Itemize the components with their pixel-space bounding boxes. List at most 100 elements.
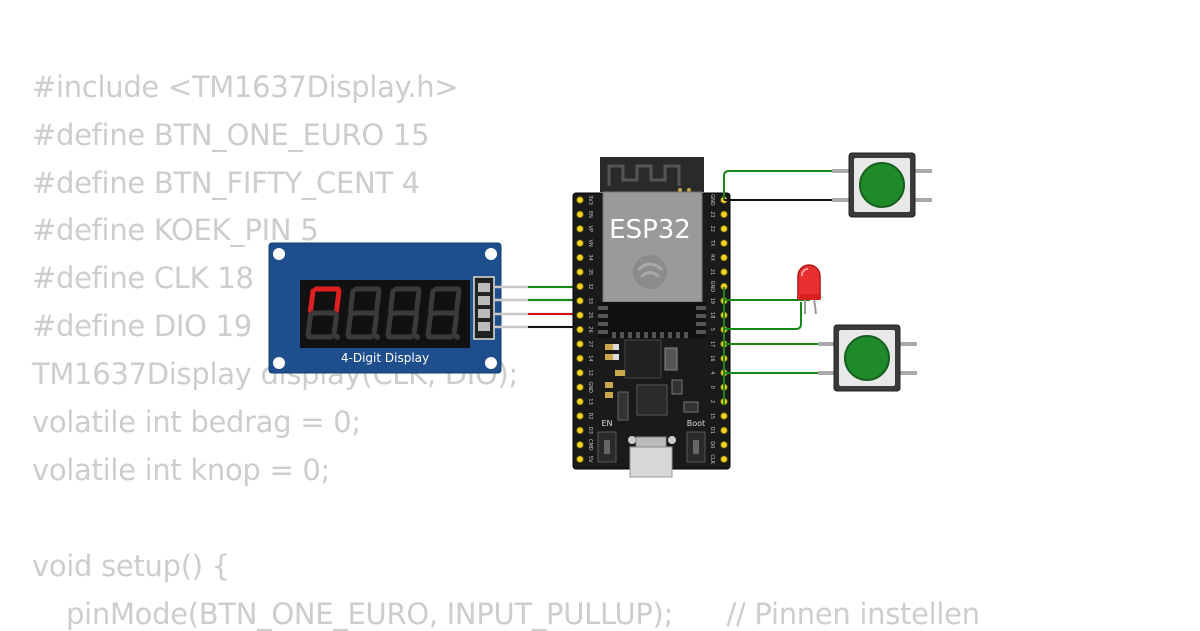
pin-label: CMD [587,439,593,451]
pin-label: EN [587,211,593,218]
code-line-2: #define BTN_ONE_EURO 15 [32,118,430,152]
pin-label: 26 [587,326,593,332]
segment-b [414,288,422,314]
pin-15[interactable] [720,412,728,420]
segment-f [348,288,356,314]
pin-rx[interactable] [720,254,728,262]
segment-b [454,288,462,314]
pin-label: 5 [709,328,715,331]
decimal-point [414,334,420,340]
pin-3v3[interactable] [576,196,584,204]
pin-23[interactable] [720,210,728,218]
pin-cmd[interactable] [576,441,584,449]
pin-32[interactable] [576,282,584,290]
pin-5v[interactable] [576,455,584,463]
pin-label: 32 [587,283,593,289]
pin-27[interactable] [576,340,584,348]
pin-33[interactable] [576,297,584,305]
pin-label: 34 [587,254,593,260]
pin-d1[interactable] [720,426,728,434]
pin-14[interactable] [576,354,584,362]
pin-label: TX [709,239,715,247]
pin-label: 14 [587,355,593,361]
push-button-fifty-cent[interactable] [818,324,917,392]
pin-label: 35 [587,269,593,275]
pin-label: 13 [587,398,593,404]
button-cap[interactable] [844,335,890,381]
push-button-one-euro[interactable] [832,152,932,218]
segment-e [305,312,313,338]
esp32-board[interactable]: ESP32 EN Boot 3V3ENVPVN34353233252627141… [572,157,731,478]
segment-e [425,312,433,338]
pin-label: D2 [587,412,593,419]
segment-c [331,312,339,338]
pin-gnd[interactable] [576,383,584,391]
pin-d2[interactable] [576,412,584,420]
segment-f [308,288,316,314]
pin-34[interactable] [576,254,584,262]
code-line-8: volatile int bedrag = 0; [32,405,361,439]
pin-label: VN [587,240,593,247]
pin-label: GND [709,281,715,293]
pin-clk[interactable] [720,455,728,463]
pin-label: 0 [709,386,715,389]
pin-label: GND [587,381,593,393]
decimal-point [454,334,460,340]
decimal-point [374,334,380,340]
mount-hole [485,357,497,369]
pin-label: 27 [587,341,593,347]
boot-label: Boot [687,419,705,428]
pin-label: 3V3 [587,195,593,205]
code-line-6: #define DIO 19 [32,309,252,343]
code-line-3: #define BTN_FIFTY_CENT 4 [32,166,420,200]
segment-e [345,312,353,338]
pin-25[interactable] [576,311,584,319]
pin-22[interactable] [720,225,728,233]
pin-label: 12 [587,370,593,376]
pin-d0[interactable] [720,441,728,449]
pin-label: 21 [709,269,715,275]
segment-c [371,312,379,338]
pin-label: 22 [709,226,715,232]
segment-b [374,288,382,314]
pin-label: 5V [587,456,593,463]
micro-usb-port [629,446,673,478]
code-line-1: #include <TM1637Display.h> [32,70,459,104]
pin-d3[interactable] [576,426,584,434]
tm1637-display[interactable]: 4-Digit Display [268,242,502,374]
pin-label: VP [587,226,593,232]
pin-tx[interactable] [720,239,728,247]
mount-hole [273,248,285,260]
segment-b [334,288,342,314]
pin-label: D0 [709,441,715,448]
button-cap[interactable] [859,162,905,208]
pin-13[interactable] [576,397,584,406]
pin-label: RX [709,254,715,261]
right-wires [723,170,836,405]
esp32-label: ESP32 [609,215,691,245]
segment-e [385,312,393,338]
pin-label: 17 [709,341,715,347]
pin-label: 25 [587,312,593,318]
voltage-regulator [624,339,662,379]
pin-label: D1 [709,427,715,434]
decimal-point [334,334,340,340]
pin-vn[interactable] [576,239,584,247]
segment-c [411,312,419,338]
pin-21[interactable] [720,268,728,276]
code-line-5: #define CLK 18 [32,261,254,295]
pin-12[interactable] [576,369,584,377]
code-line-9: volatile int knop = 0; [32,453,330,487]
code-line-4: #define KOEK_PIN 5 [32,213,319,247]
seven-segment-digits [305,286,462,340]
mount-hole [485,248,497,260]
pin-en[interactable] [576,210,584,218]
segment-c [451,312,459,338]
pin-35[interactable] [576,268,584,276]
pin-26[interactable] [576,325,584,334]
pin-vp[interactable] [576,225,584,233]
pin-label: GND [709,194,715,206]
red-led[interactable] [797,264,821,315]
